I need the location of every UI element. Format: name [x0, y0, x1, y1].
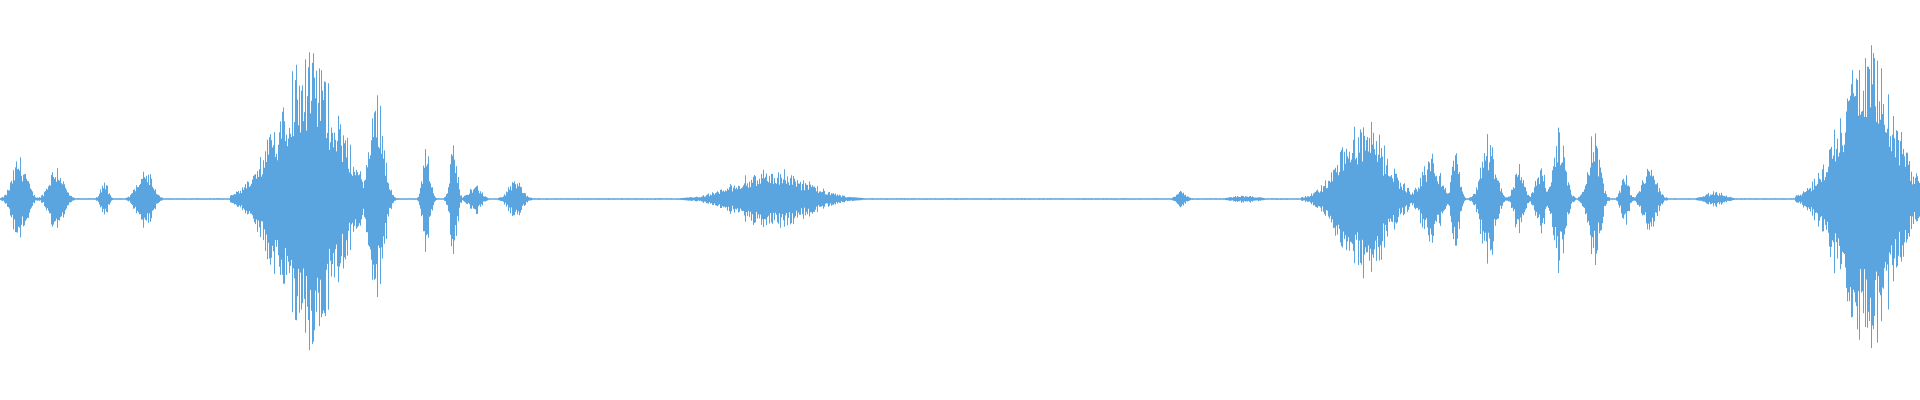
waveform-bars: [0, 45, 1920, 351]
waveform-path: [0, 45, 1920, 351]
